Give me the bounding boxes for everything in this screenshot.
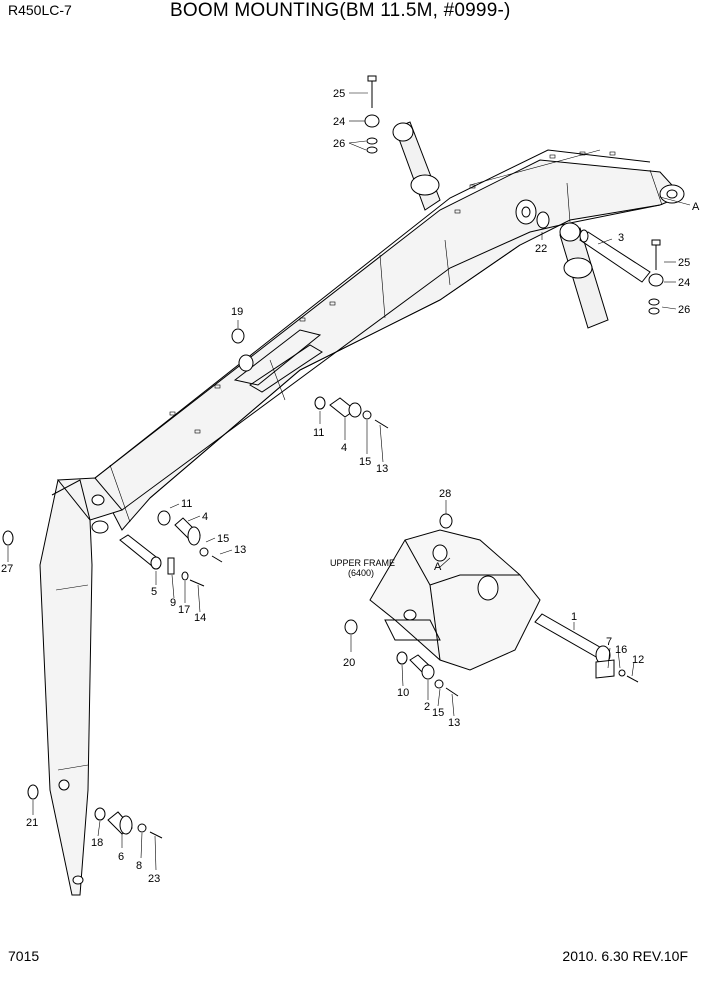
callout-9: 9	[170, 597, 176, 609]
pin-3	[579, 229, 651, 283]
callout-26-top: 26	[333, 138, 345, 150]
callout-19: 19	[231, 306, 243, 318]
callout-28: 28	[439, 488, 451, 500]
callout-22: 22	[535, 243, 547, 255]
callout-11-left: 11	[181, 498, 192, 510]
callout-10: 10	[397, 687, 409, 699]
callout-11-mid: 11	[313, 427, 324, 439]
callout-23: 23	[148, 873, 160, 885]
part-stack-top	[364, 75, 380, 154]
callout-15-left: 15	[217, 533, 229, 545]
callout-24-top: 24	[333, 116, 345, 128]
callout-6: 6	[118, 851, 124, 863]
washer-22	[536, 211, 550, 229]
part-group-frame-left	[396, 651, 459, 697]
callout-13-mid: 13	[376, 463, 388, 475]
page-title: BOOM MOUNTING(BM 11.5M, #0999-)	[170, 0, 511, 21]
callout-15-mid: 15	[359, 456, 371, 468]
boom-cylinder-lower	[559, 222, 609, 329]
leader-lines	[7, 92, 691, 871]
callout-25-right: 25	[678, 257, 690, 269]
callout-27: 27	[1, 563, 13, 575]
callout-5: 5	[151, 586, 157, 598]
part-group-left	[119, 510, 223, 587]
callout-13-left: 13	[234, 544, 246, 556]
part-group-frame-right	[534, 613, 639, 683]
callout-13-frame: 13	[448, 717, 460, 729]
boom-cylinder-upper	[392, 121, 441, 211]
callout-3: 3	[618, 232, 624, 244]
washer-19	[231, 328, 245, 344]
part-group-mid	[314, 396, 389, 429]
callout-12: 12	[632, 654, 644, 666]
callout-4-left: 4	[202, 511, 208, 523]
washer-28	[439, 513, 453, 529]
view-mark-frame: A	[434, 561, 442, 573]
part-stack-right	[648, 239, 664, 315]
frame-label-code: (6400)	[348, 568, 374, 578]
boom-drawing	[39, 149, 685, 896]
callout-21: 21	[26, 817, 38, 829]
callout-15-frame: 15	[432, 707, 444, 719]
callout-24-right: 24	[678, 277, 690, 289]
callout-17: 17	[178, 604, 190, 616]
callout-16: 16	[615, 644, 627, 656]
callout-7: 7	[606, 636, 612, 648]
frame-label-name: UPPER FRAME	[330, 558, 395, 568]
callout-labels: 25 24 26 3 22 25 24 26 19 11 4 15 13 11 …	[1, 88, 690, 885]
page-number: 7015	[8, 948, 40, 964]
model-code: R450LC-7	[8, 2, 72, 18]
callout-1: 1	[571, 611, 577, 623]
callout-4-mid: 4	[341, 442, 347, 454]
washer-27	[2, 530, 14, 546]
callout-18: 18	[91, 837, 103, 849]
callout-25-top: 25	[333, 88, 345, 100]
washer-20	[344, 619, 358, 635]
callout-2: 2	[424, 701, 430, 713]
view-mark-boom: A	[692, 201, 700, 213]
callout-8: 8	[136, 860, 142, 872]
revision-date: 2010. 6.30 REV.10F	[562, 948, 688, 964]
callout-26-right: 26	[678, 304, 690, 316]
callout-20: 20	[343, 657, 355, 669]
part-group-bottom	[27, 784, 163, 839]
upper-frame-drawing	[369, 529, 541, 671]
callout-14: 14	[194, 612, 206, 624]
